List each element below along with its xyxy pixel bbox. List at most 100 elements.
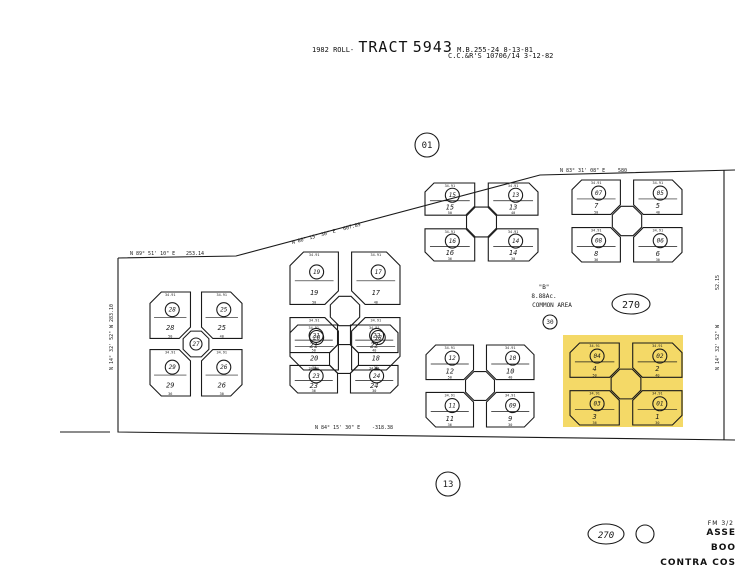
lot-number: 2	[655, 365, 659, 373]
lot-circle	[370, 264, 386, 280]
east-bearing: N 14° 32' 52" W	[715, 324, 721, 370]
lot-number: 21	[310, 342, 318, 350]
lot-dim: 34.91	[444, 393, 455, 397]
lot-number: 17	[372, 289, 381, 297]
cluster-center	[328, 343, 360, 375]
lot-dim: 40	[508, 376, 512, 380]
east-length: 52.15	[715, 275, 721, 290]
lot-circle	[652, 396, 668, 412]
lot-circle-label: 21	[313, 332, 320, 339]
lot-circle	[164, 302, 180, 318]
cluster-c18: 191934.9150171734.9140202034.9136181834.…	[289, 251, 401, 371]
lot-number: 19	[310, 289, 318, 297]
lot-dim: 50	[448, 211, 452, 215]
lot-circle-label: 23	[313, 373, 321, 380]
lot-number: 22	[370, 342, 378, 350]
lot-dim: 34.91	[371, 253, 382, 257]
lot-circle-label: 20	[313, 335, 321, 342]
lot-dim: 34.91	[508, 184, 519, 188]
lot-number: 28	[166, 324, 174, 332]
west-side-length: 283.10	[109, 304, 115, 322]
lot-circle	[444, 398, 460, 414]
ccr-label: C.C.&R'S	[448, 52, 482, 60]
lot-dim: 40	[374, 300, 378, 304]
lot-circle-label: 17	[375, 269, 383, 276]
lot-dim: 34.91	[308, 326, 319, 330]
lot-circle-label: 19	[313, 269, 321, 276]
lot-circle-label: 14	[512, 238, 520, 245]
lot-dim: 50	[593, 373, 597, 377]
lot-number: 25	[218, 324, 226, 332]
lot-circle	[591, 185, 607, 201]
lot-circle-label: 11	[449, 403, 456, 410]
lot-dim: 30	[372, 389, 376, 393]
lot-number: 3	[592, 413, 597, 421]
lot-circle-label: 05	[657, 190, 665, 197]
lot-circle	[652, 185, 668, 201]
lot-number: 10	[506, 367, 514, 375]
svg-text:01: 01	[422, 141, 433, 151]
svg-text:COMMON AREA: COMMON AREA	[532, 302, 572, 309]
lot-dim: 34.91	[369, 326, 380, 330]
parcel-01-marker: 01	[414, 132, 440, 158]
lot-17[interactable]: 17 17 34.91 40	[351, 251, 401, 305]
lot-dim: 30	[508, 423, 512, 427]
lot-dim: 34.91	[505, 393, 516, 397]
lot-dim: 34.91	[652, 392, 663, 396]
ccr-date: 3-12-82	[523, 52, 554, 60]
lot-dim: 34.91	[589, 392, 600, 396]
fm-ref: FM 3/2	[707, 520, 734, 527]
lot-dim: 34.91	[165, 293, 176, 297]
lot-circle-label: 29	[169, 364, 177, 371]
lot-number: 29	[166, 382, 174, 390]
lot-dim: 34.91	[505, 346, 516, 350]
lot-circle-label: 22	[373, 332, 381, 339]
lot-circle-label: 01	[656, 401, 663, 408]
svg-text:270: 270	[598, 531, 614, 541]
lot-circle-label: 28	[169, 307, 177, 314]
north-length: 580	[618, 168, 627, 174]
lot-circle	[652, 348, 668, 364]
assessor-label: ASSE	[706, 528, 736, 538]
svg-text:270: 270	[622, 300, 640, 311]
lot-dim: 36	[593, 421, 597, 425]
lot-circle	[508, 233, 524, 249]
lot-circle-label: 12	[449, 355, 457, 362]
lot-dim: 36	[448, 423, 452, 427]
lot-dim: 40	[655, 373, 659, 377]
lot-10[interactable]: 10 10 34.91 40	[485, 344, 535, 381]
lot-number: 14	[509, 249, 517, 257]
lot-dim: 34.91	[589, 344, 600, 348]
map-date: 8-13-81	[503, 46, 533, 54]
lot-circle	[444, 233, 460, 249]
lot-circle-label: 10	[509, 355, 517, 362]
lot-dim: 36	[312, 366, 316, 370]
